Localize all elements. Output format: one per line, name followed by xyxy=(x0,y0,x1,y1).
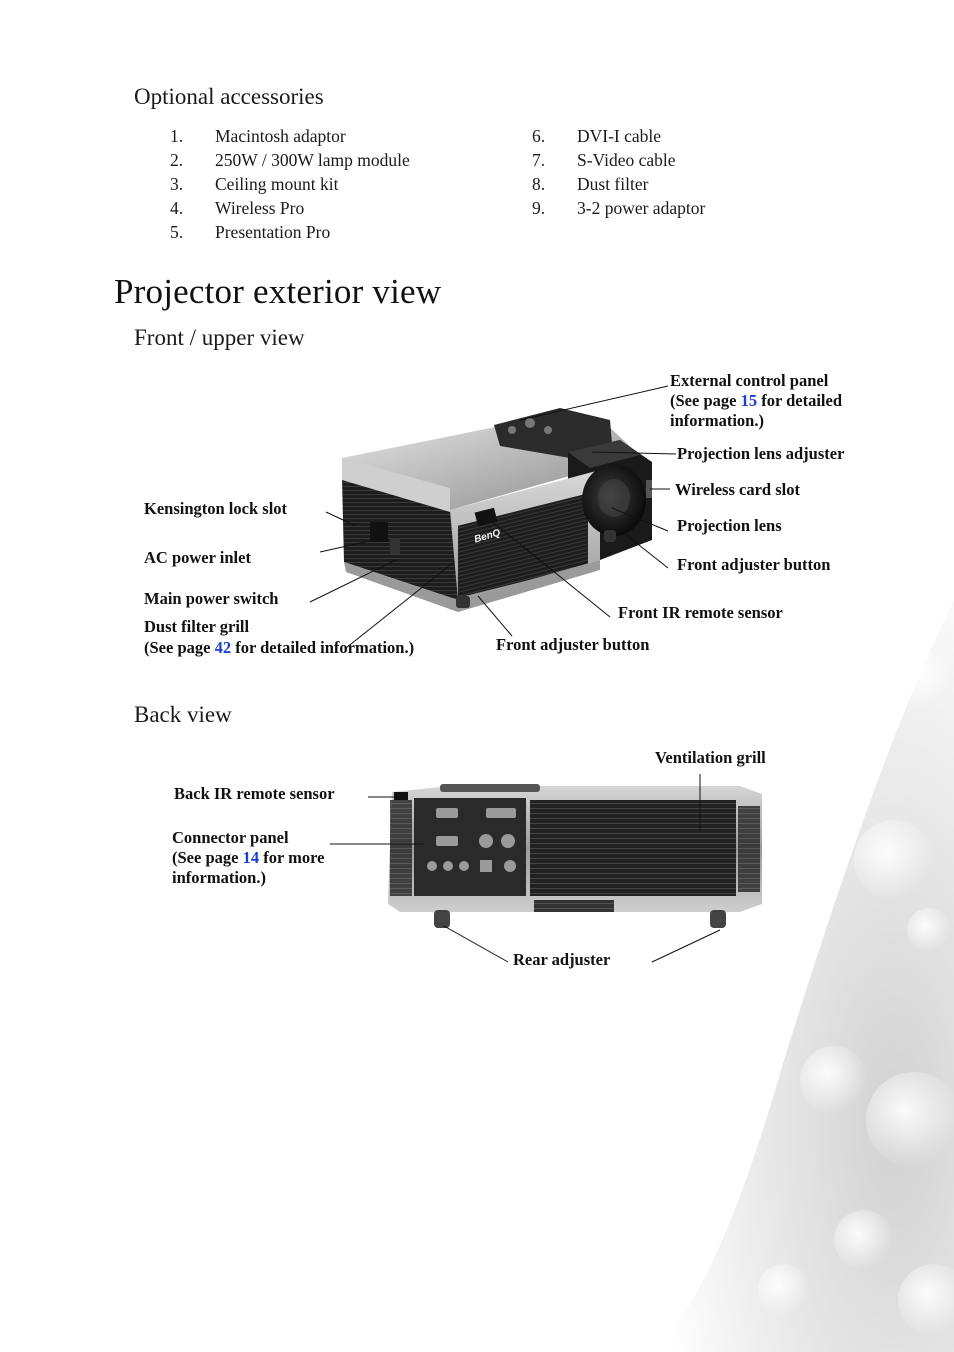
callout-external-control-panel: External control panel (See page 15 for … xyxy=(670,371,843,430)
list-item: 5.Presentation Pro xyxy=(170,222,331,242)
page-link-15[interactable]: 15 xyxy=(740,391,758,410)
power-switch xyxy=(390,538,400,554)
wireless-card-slot xyxy=(646,480,652,498)
top-buttons xyxy=(440,784,540,792)
list-item: 3.Ceiling mount kit xyxy=(170,174,339,194)
front-foot xyxy=(456,596,470,608)
back-view-heading: Back view xyxy=(134,702,232,727)
rear-foot xyxy=(434,910,450,928)
connector-port xyxy=(436,808,458,818)
connector-port xyxy=(479,834,493,848)
accessory-list-right: 6.DVI-I cable 7.S-Video cable 8.Dust fil… xyxy=(532,124,705,220)
control-button xyxy=(544,426,552,434)
callout-back-ir-remote-sensor: Back IR remote sensor xyxy=(174,784,335,803)
front-foot xyxy=(604,530,616,542)
front-upper-view-heading: Front / upper view xyxy=(134,325,305,350)
list-item: 7.S-Video cable xyxy=(532,150,676,170)
callout-projection-lens: Projection lens xyxy=(677,516,782,535)
accessory-list-left: 1.Macintosh adaptor 2.250W / 300W lamp m… xyxy=(170,124,410,244)
callout-ventilation-grill: Ventilation grill xyxy=(655,748,766,767)
connector-port xyxy=(459,861,469,871)
connector-port xyxy=(501,834,515,848)
callout-front-adjuster-button-right: Front adjuster button xyxy=(677,555,831,574)
page-link-14[interactable]: 14 xyxy=(242,848,260,867)
callout-front-adjuster-button-bottom: Front adjuster button xyxy=(496,635,650,654)
list-item: 2.250W / 300W lamp module xyxy=(170,150,410,170)
callout-connector-panel: Connector panel (See page 14 for more in… xyxy=(172,828,325,887)
page-link-42[interactable]: 42 xyxy=(214,638,232,657)
connector-port xyxy=(486,808,516,818)
ac-power-inlet xyxy=(370,522,388,542)
list-item: 8.Dust filter xyxy=(532,174,649,194)
list-item: 9.3-2 power adaptor xyxy=(532,198,706,218)
connector-port xyxy=(504,860,516,872)
callout-dust-filter-grill: Dust filter grill (See page 42 for detai… xyxy=(144,617,415,657)
callout-front-ir-remote-sensor: Front IR remote sensor xyxy=(618,603,783,622)
connector-port xyxy=(480,860,492,872)
connector-port xyxy=(436,836,458,846)
callout-ac-power-inlet: AC power inlet xyxy=(144,548,251,567)
control-panel-deck xyxy=(494,408,612,458)
callout-main-power-switch: Main power switch xyxy=(144,589,279,608)
list-item: 4.Wireless Pro xyxy=(170,198,305,218)
back-ir-sensor xyxy=(394,792,408,800)
callout-projection-lens-adjuster: Projection lens adjuster xyxy=(677,444,845,463)
control-button xyxy=(525,418,535,428)
list-item: 1.Macintosh adaptor xyxy=(170,126,346,146)
optional-accessories-heading: Optional accessories xyxy=(134,84,324,109)
connector-port xyxy=(427,861,437,871)
callout-kensington-lock-slot: Kensington lock slot xyxy=(144,499,288,518)
page-title: Projector exterior view xyxy=(114,272,442,311)
control-button xyxy=(508,426,516,434)
ventilation-grill xyxy=(530,800,736,896)
callout-wireless-card-slot: Wireless card slot xyxy=(675,480,800,499)
rear-foot xyxy=(710,910,726,928)
callout-rear-adjuster: Rear adjuster xyxy=(513,950,611,969)
list-item: 6.DVI-I cable xyxy=(532,126,662,146)
connector-port xyxy=(443,861,453,871)
